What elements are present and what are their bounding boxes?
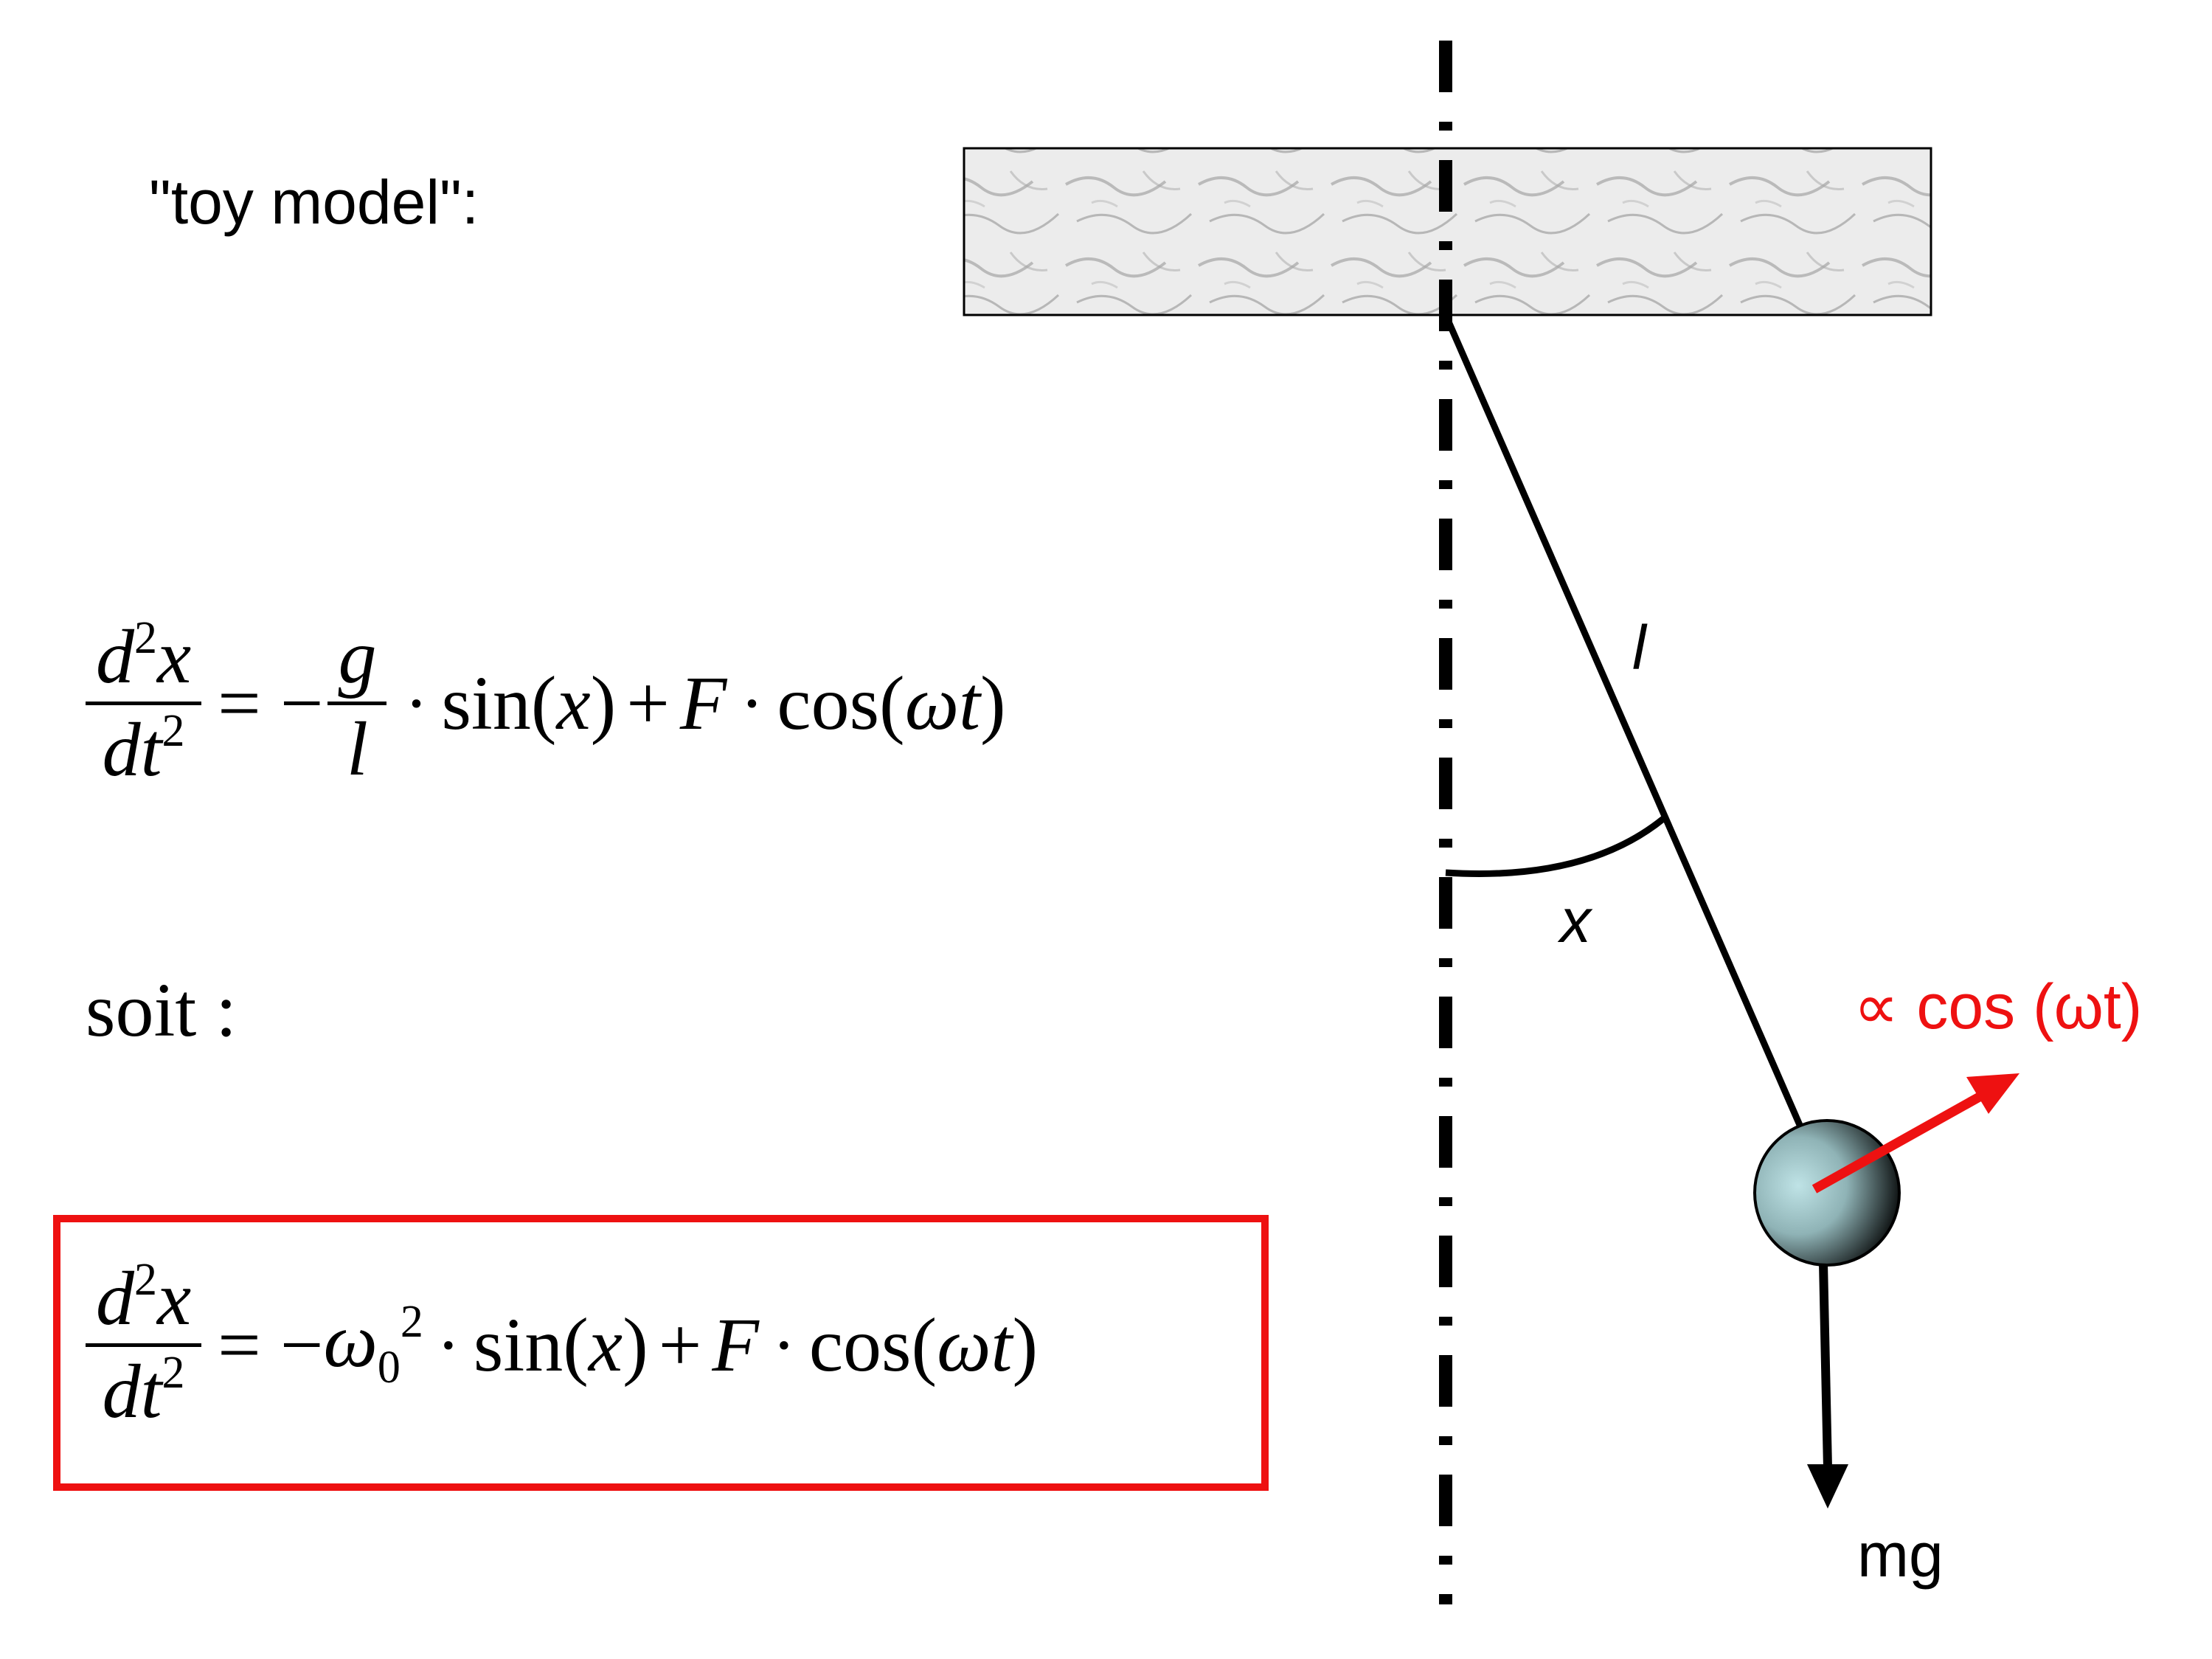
coef-numerator: g: [338, 614, 377, 699]
denominator-exp-2: 2: [162, 1347, 185, 1398]
omega-squared: ω02: [323, 1296, 423, 1394]
coef-denominator: l: [347, 706, 368, 792]
omega-subscript: 0: [377, 1342, 401, 1393]
sin-close-2: ): [623, 1302, 648, 1388]
angle-arc: [1445, 816, 1665, 877]
pendulum-rod: [1442, 314, 1803, 1126]
plus-sign-2: +: [658, 1302, 702, 1388]
force-label: ∝ cos (ωt): [1854, 971, 2143, 1042]
numerator-var-2: x: [157, 1256, 192, 1341]
cos-open: cos(: [777, 660, 905, 746]
driving-force-arrow: [1811, 1084, 1998, 1194]
omega-symbol: ω: [323, 1298, 378, 1383]
numerator-d-2: d: [96, 1256, 134, 1341]
sin-term-2: sin(x): [474, 1301, 648, 1389]
length-label: l: [1632, 613, 1646, 682]
omega-exponent: 2: [400, 1296, 423, 1347]
sin-open-2: sin(: [473, 1302, 589, 1388]
sin-var-2: x: [588, 1302, 623, 1388]
cos-term-2: cos(ωt): [809, 1301, 1038, 1389]
fraction-bar-2: [86, 1343, 202, 1347]
denominator-dt: dt: [102, 707, 162, 792]
sin-var: x: [556, 660, 591, 746]
derivative-numerator-2: d2x: [86, 1254, 201, 1343]
equals-minus: = −: [218, 660, 324, 746]
cos-open-2: cos(: [808, 1302, 937, 1388]
cos-close-2: ): [1012, 1302, 1039, 1388]
plus-sign: +: [626, 660, 670, 746]
derivative-denominator: dt2: [92, 705, 195, 794]
multiply-dot-2: ·: [740, 663, 764, 743]
pendulum-bob: [1753, 1119, 1901, 1267]
sin-term: sin(x): [441, 659, 616, 747]
angle-label: x: [1560, 886, 1591, 955]
heading: "toy model":: [149, 167, 479, 237]
highlight-box: [53, 1215, 1269, 1491]
sin-open: sin(: [441, 660, 557, 746]
cos-var-2: ωt: [937, 1302, 1013, 1388]
multiply-dot: ·: [404, 663, 429, 743]
sin-close: ): [590, 660, 617, 746]
multiply-dot-3: ·: [436, 1305, 460, 1385]
weight-arrow-head: [1807, 1464, 1848, 1509]
denominator-exp: 2: [162, 705, 185, 756]
coef-bar: [327, 701, 387, 705]
fraction-bar: [86, 701, 202, 705]
coefficient-fraction: g l: [327, 613, 387, 793]
equation-reduced: d2x dt2 = − ω02 · sin(x) + F · cos(ωt): [81, 1254, 1038, 1435]
denominator-dt-2: dt: [102, 1348, 162, 1434]
numerator-exp: 2: [134, 613, 157, 663]
cos-var: ωt: [904, 660, 981, 746]
multiply-dot-4: ·: [772, 1305, 796, 1385]
cos-term: cos(ωt): [777, 659, 1005, 747]
derivative-fraction-2: d2x dt2: [86, 1254, 202, 1436]
equation-pendulum: d2x dt2 = − g l · sin(x) + F · cos(ωt): [81, 612, 1006, 794]
derivative-fraction: d2x dt2: [86, 612, 202, 794]
numerator-var: x: [157, 614, 192, 699]
cos-close: ): [980, 660, 1006, 746]
force-symbol-2: F: [712, 1302, 759, 1388]
driving-force-arrow-head: [1966, 1073, 2019, 1114]
derivative-denominator-2: dt2: [92, 1347, 195, 1436]
connector-text: soit :: [86, 968, 238, 1053]
equals-minus-2: = −: [218, 1302, 324, 1388]
numerator-exp-2: 2: [134, 1255, 157, 1305]
derivative-numerator: d2x: [86, 612, 201, 702]
numerator-d: d: [96, 614, 134, 699]
weight-label: mg: [1857, 1520, 1944, 1590]
force-symbol: F: [679, 660, 727, 746]
